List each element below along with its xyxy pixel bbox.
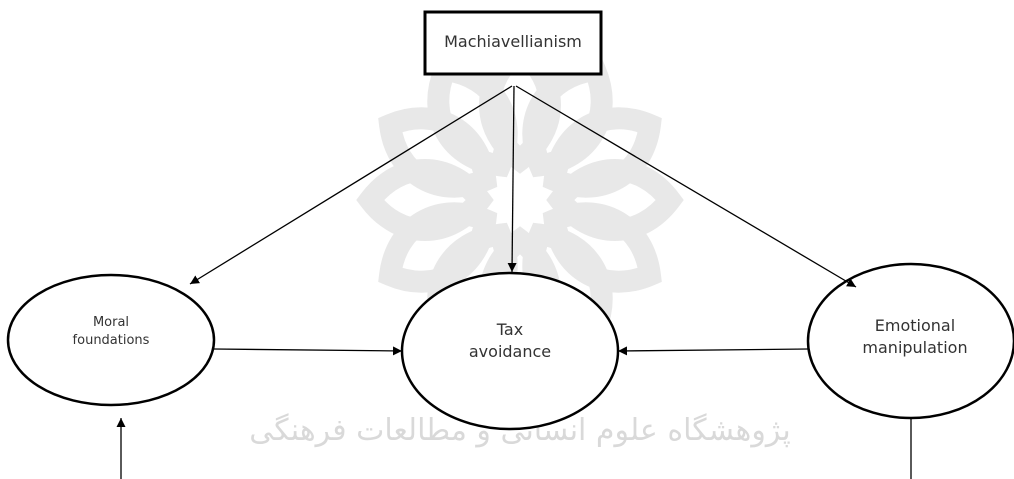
edge-machiavellianism-to-moral-foundations [189,85,513,285]
machiavellianism-box [423,10,603,76]
edge-machiavellianism-to-emotional-manipulation [515,85,857,288]
arabesque-watermark-icon [370,50,670,350]
tax-avoidance-line2: avoidance [468,341,552,361]
moral-foundations-ellipse [6,273,216,407]
edge-machiavellianism-to-tax-avoidance [507,85,517,273]
moral-foundations-label: Moral foundations [30,314,192,349]
moral-foundations-line2: foundations [72,332,150,348]
emotional-manipulation-line2: manipulation [862,337,968,357]
edge-emotional-manipulation-to-tax-avoidance [617,346,809,356]
tax-avoidance-line1: Tax [496,320,524,339]
machiavellianism-label: Machiavellianism [425,31,601,53]
emotional-manipulation-line1: Emotional [874,316,956,335]
emotional-manipulation-label: Emotional manipulation [820,315,1010,358]
machiavellianism-text: Machiavellianism [444,32,582,51]
edge-moral-foundations-to-tax-avoidance [213,346,403,356]
tax-avoidance-label: Tax avoidance [430,319,590,362]
moral-foundations-line1: Moral [92,315,130,330]
